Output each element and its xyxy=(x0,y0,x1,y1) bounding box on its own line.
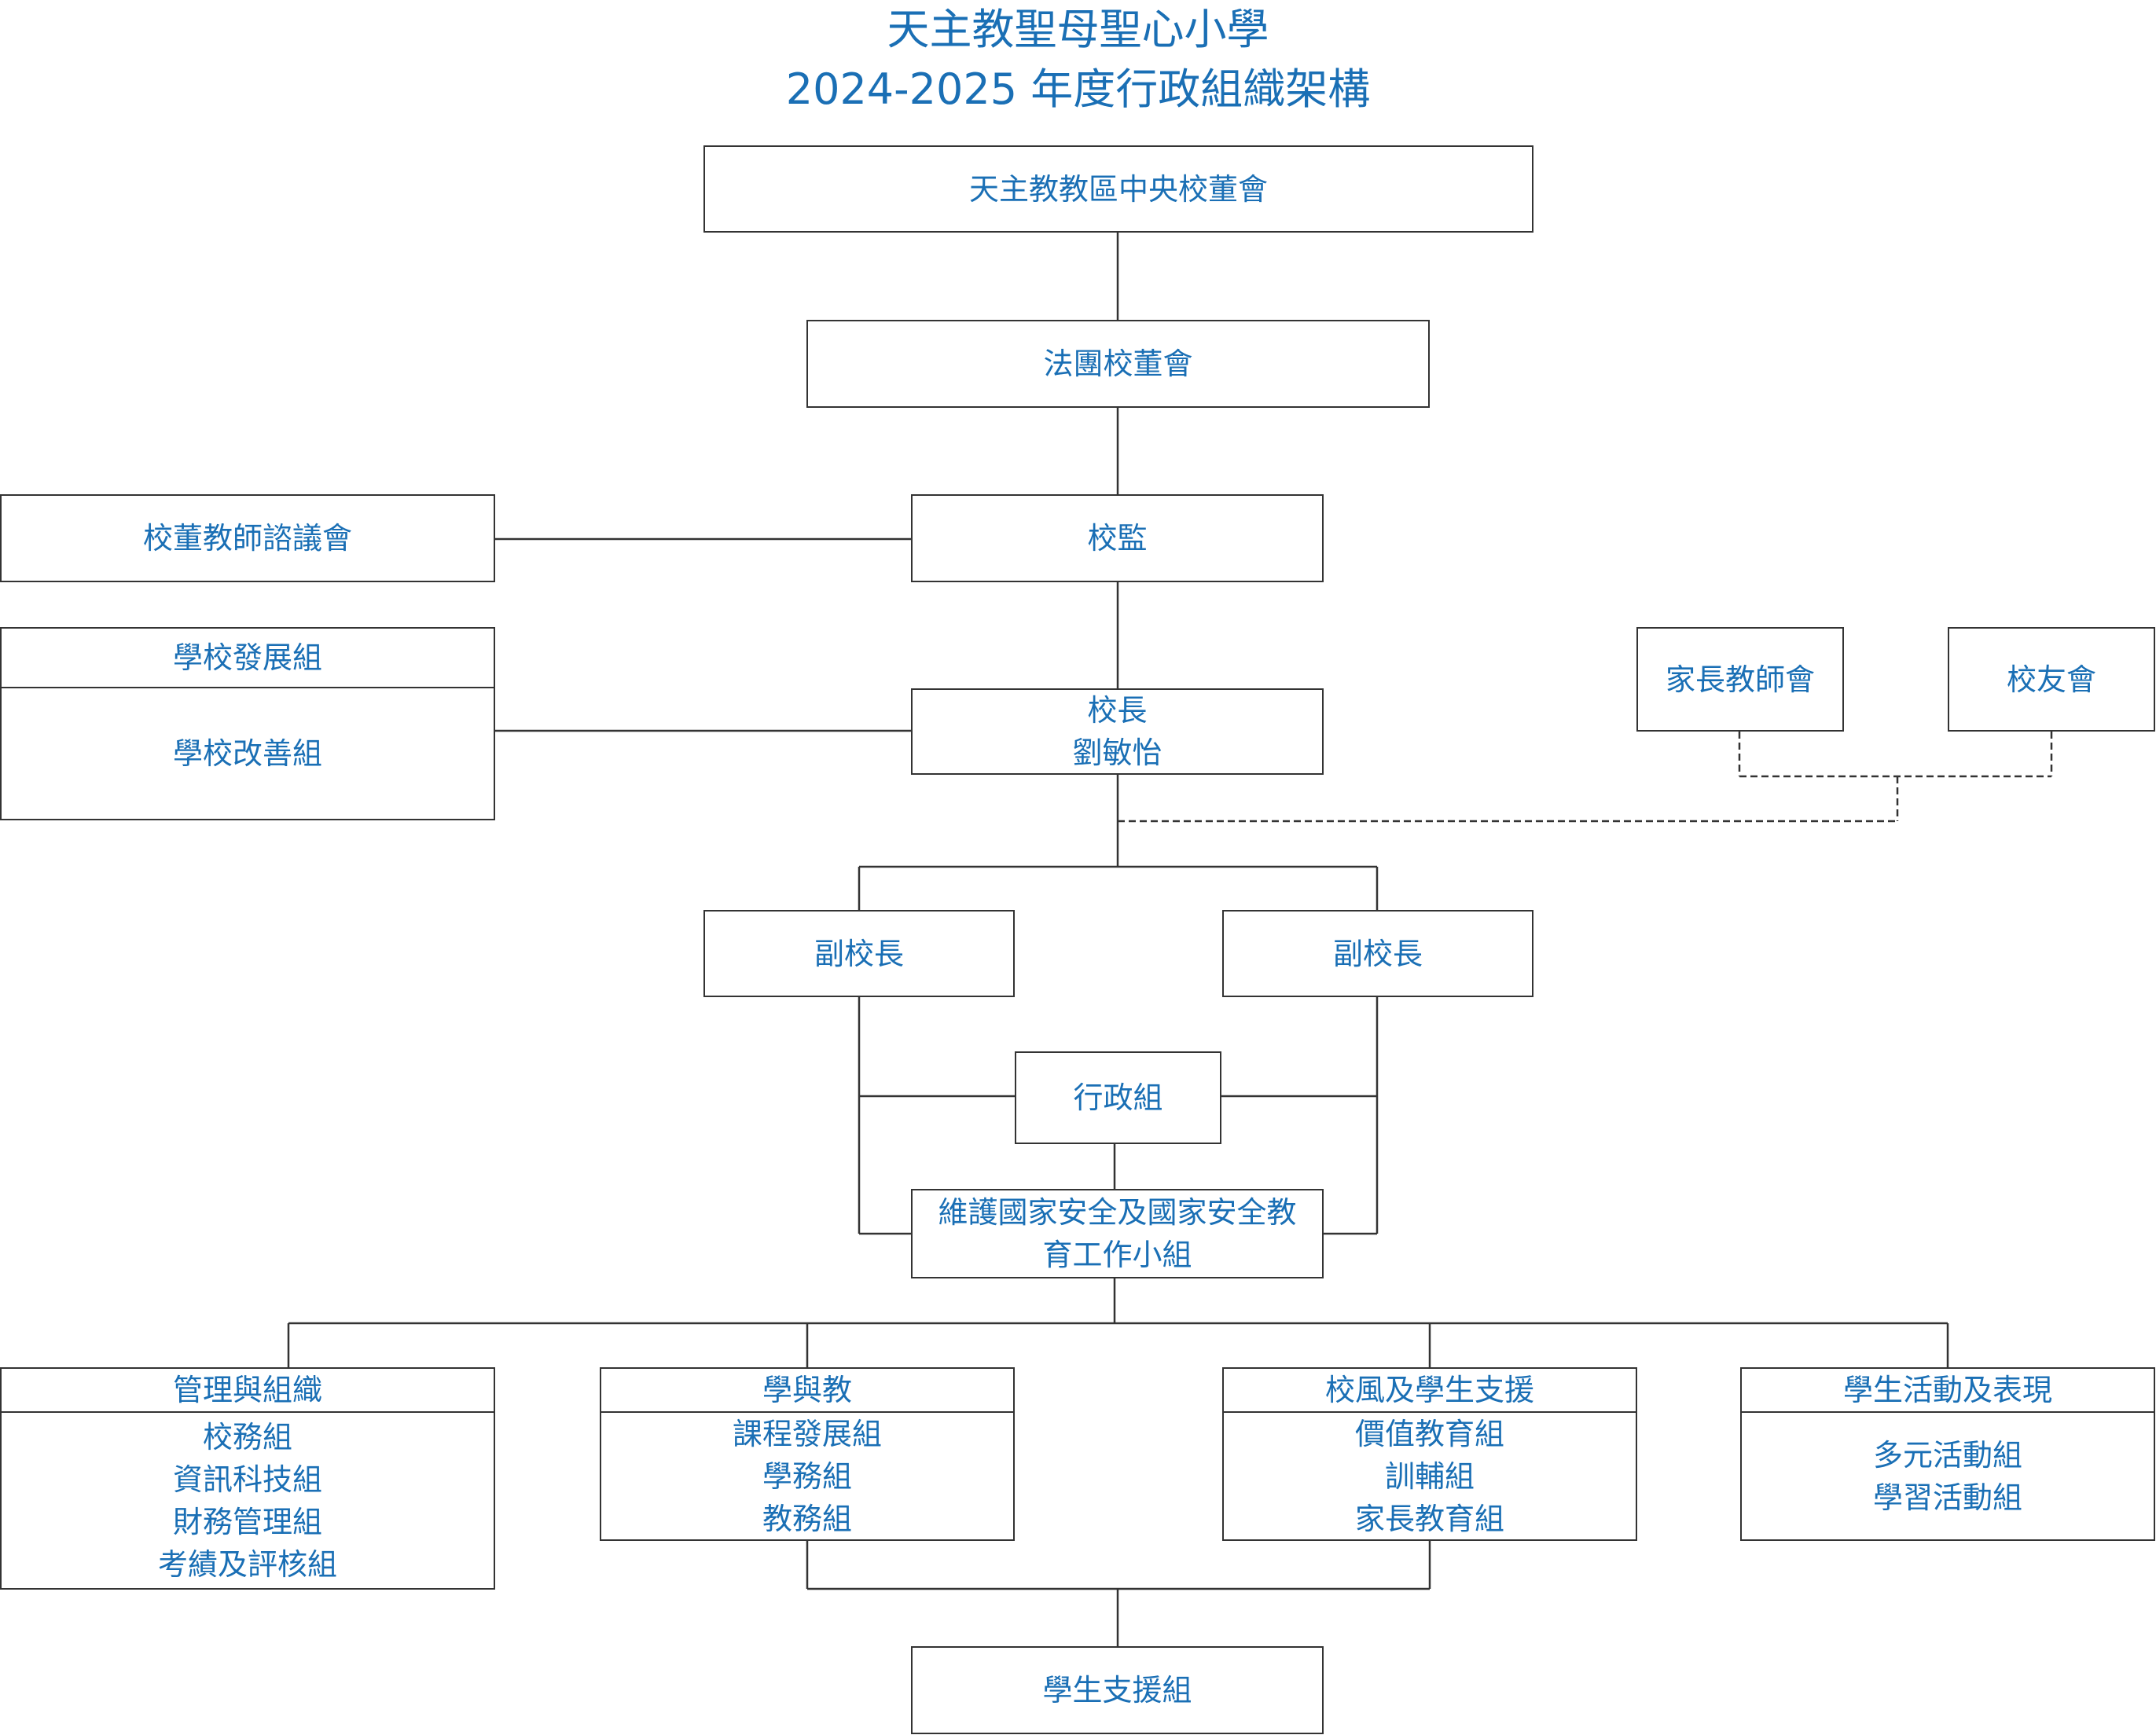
node-label: 副校長 xyxy=(814,936,904,971)
principal-role: 校長 xyxy=(1087,693,1148,728)
node-vice-principal-right: 副校長 xyxy=(1222,910,1533,997)
node-item: 資訊科技組 xyxy=(172,1462,322,1497)
node-student-activities: 學生活動及表現 多元活動組 學習活動組 xyxy=(1740,1367,2155,1541)
node-header: 學校發展組 xyxy=(2,629,494,688)
node-label-line1: 維護國家安全及國家安全教 xyxy=(938,1195,1297,1230)
node-label: 法團校董會 xyxy=(1043,347,1193,381)
node-item: 學務組 xyxy=(762,1459,852,1494)
node-body: 校務組 資訊科技組 財務管理組 考績及評核組 xyxy=(2,1413,494,1588)
node-label: 天主教教區中央校董會 xyxy=(968,171,1268,207)
node-label: 行政組 xyxy=(1073,1080,1163,1115)
node-principal: 校長 劉敏怡 xyxy=(911,688,1324,775)
node-header: 學生活動及表現 xyxy=(1742,1369,2154,1413)
node-label: 校董教師諮議會 xyxy=(142,521,352,556)
node-item: 學習活動組 xyxy=(1872,1480,2022,1515)
node-label: 副校長 xyxy=(1332,936,1423,971)
node-header: 校風及學生支援 xyxy=(1224,1369,1636,1413)
chart-title-school: 天主教聖母聖心小學 xyxy=(887,5,1269,54)
node-item: 教務組 xyxy=(762,1502,852,1536)
node-label: 家長教師會 xyxy=(1665,662,1815,697)
node-item: 考績及評核組 xyxy=(157,1546,337,1582)
node-item: 訓輔組 xyxy=(1384,1459,1475,1494)
node-student-support: 學生支援組 xyxy=(911,1646,1324,1734)
node-body: 學校改善組 xyxy=(2,688,494,819)
node-header: 管理與組織 xyxy=(2,1369,494,1413)
node-board-teacher-council: 校董教師諮議會 xyxy=(0,494,495,582)
principal-name: 劉敏怡 xyxy=(1072,735,1162,770)
node-item: 課程發展組 xyxy=(732,1417,882,1451)
node-vice-principal-left: 副校長 xyxy=(703,910,1015,997)
node-label-line2: 育工作小組 xyxy=(1042,1238,1192,1272)
node-item: 學校改善組 xyxy=(172,736,322,771)
node-admin-group: 行政組 xyxy=(1015,1051,1221,1144)
node-label: 校友會 xyxy=(2006,662,2096,697)
chart-title-year: 2024-2025 年度行政組織架構 xyxy=(785,64,1371,114)
node-ethos-support: 校風及學生支援 價值教育組 訓輔組 家長教育組 xyxy=(1222,1367,1637,1541)
node-body: 多元活動組 學習活動組 xyxy=(1742,1413,2154,1539)
node-item: 財務管理組 xyxy=(172,1504,322,1539)
node-management: 管理與組織 校務組 資訊科技組 財務管理組 考績及評核組 xyxy=(0,1367,495,1590)
node-item: 校務組 xyxy=(202,1419,292,1454)
node-corporate-board: 法團校董會 xyxy=(806,320,1430,408)
node-supervisor: 校監 xyxy=(911,494,1324,582)
node-item: 家長教育組 xyxy=(1354,1502,1504,1536)
node-label: 校監 xyxy=(1087,521,1148,556)
node-body: 課程發展組 學務組 教務組 xyxy=(601,1413,1013,1540)
node-label: 學生支援組 xyxy=(1042,1673,1192,1707)
node-item: 多元活動組 xyxy=(1872,1437,2022,1473)
node-security-group: 維護國家安全及國家安全教 育工作小組 xyxy=(911,1189,1324,1278)
node-alumni: 校友會 xyxy=(1948,627,2155,732)
node-learning-teaching: 學與教 課程發展組 學務組 教務組 xyxy=(600,1367,1015,1541)
node-item: 價值教育組 xyxy=(1354,1417,1504,1451)
node-school-development: 學校發展組 學校改善組 xyxy=(0,627,495,820)
node-pta: 家長教師會 xyxy=(1636,627,1844,732)
node-header: 學與教 xyxy=(601,1369,1013,1413)
node-central-board: 天主教教區中央校董會 xyxy=(703,145,1533,233)
node-body: 價值教育組 訓輔組 家長教育組 xyxy=(1224,1413,1636,1540)
